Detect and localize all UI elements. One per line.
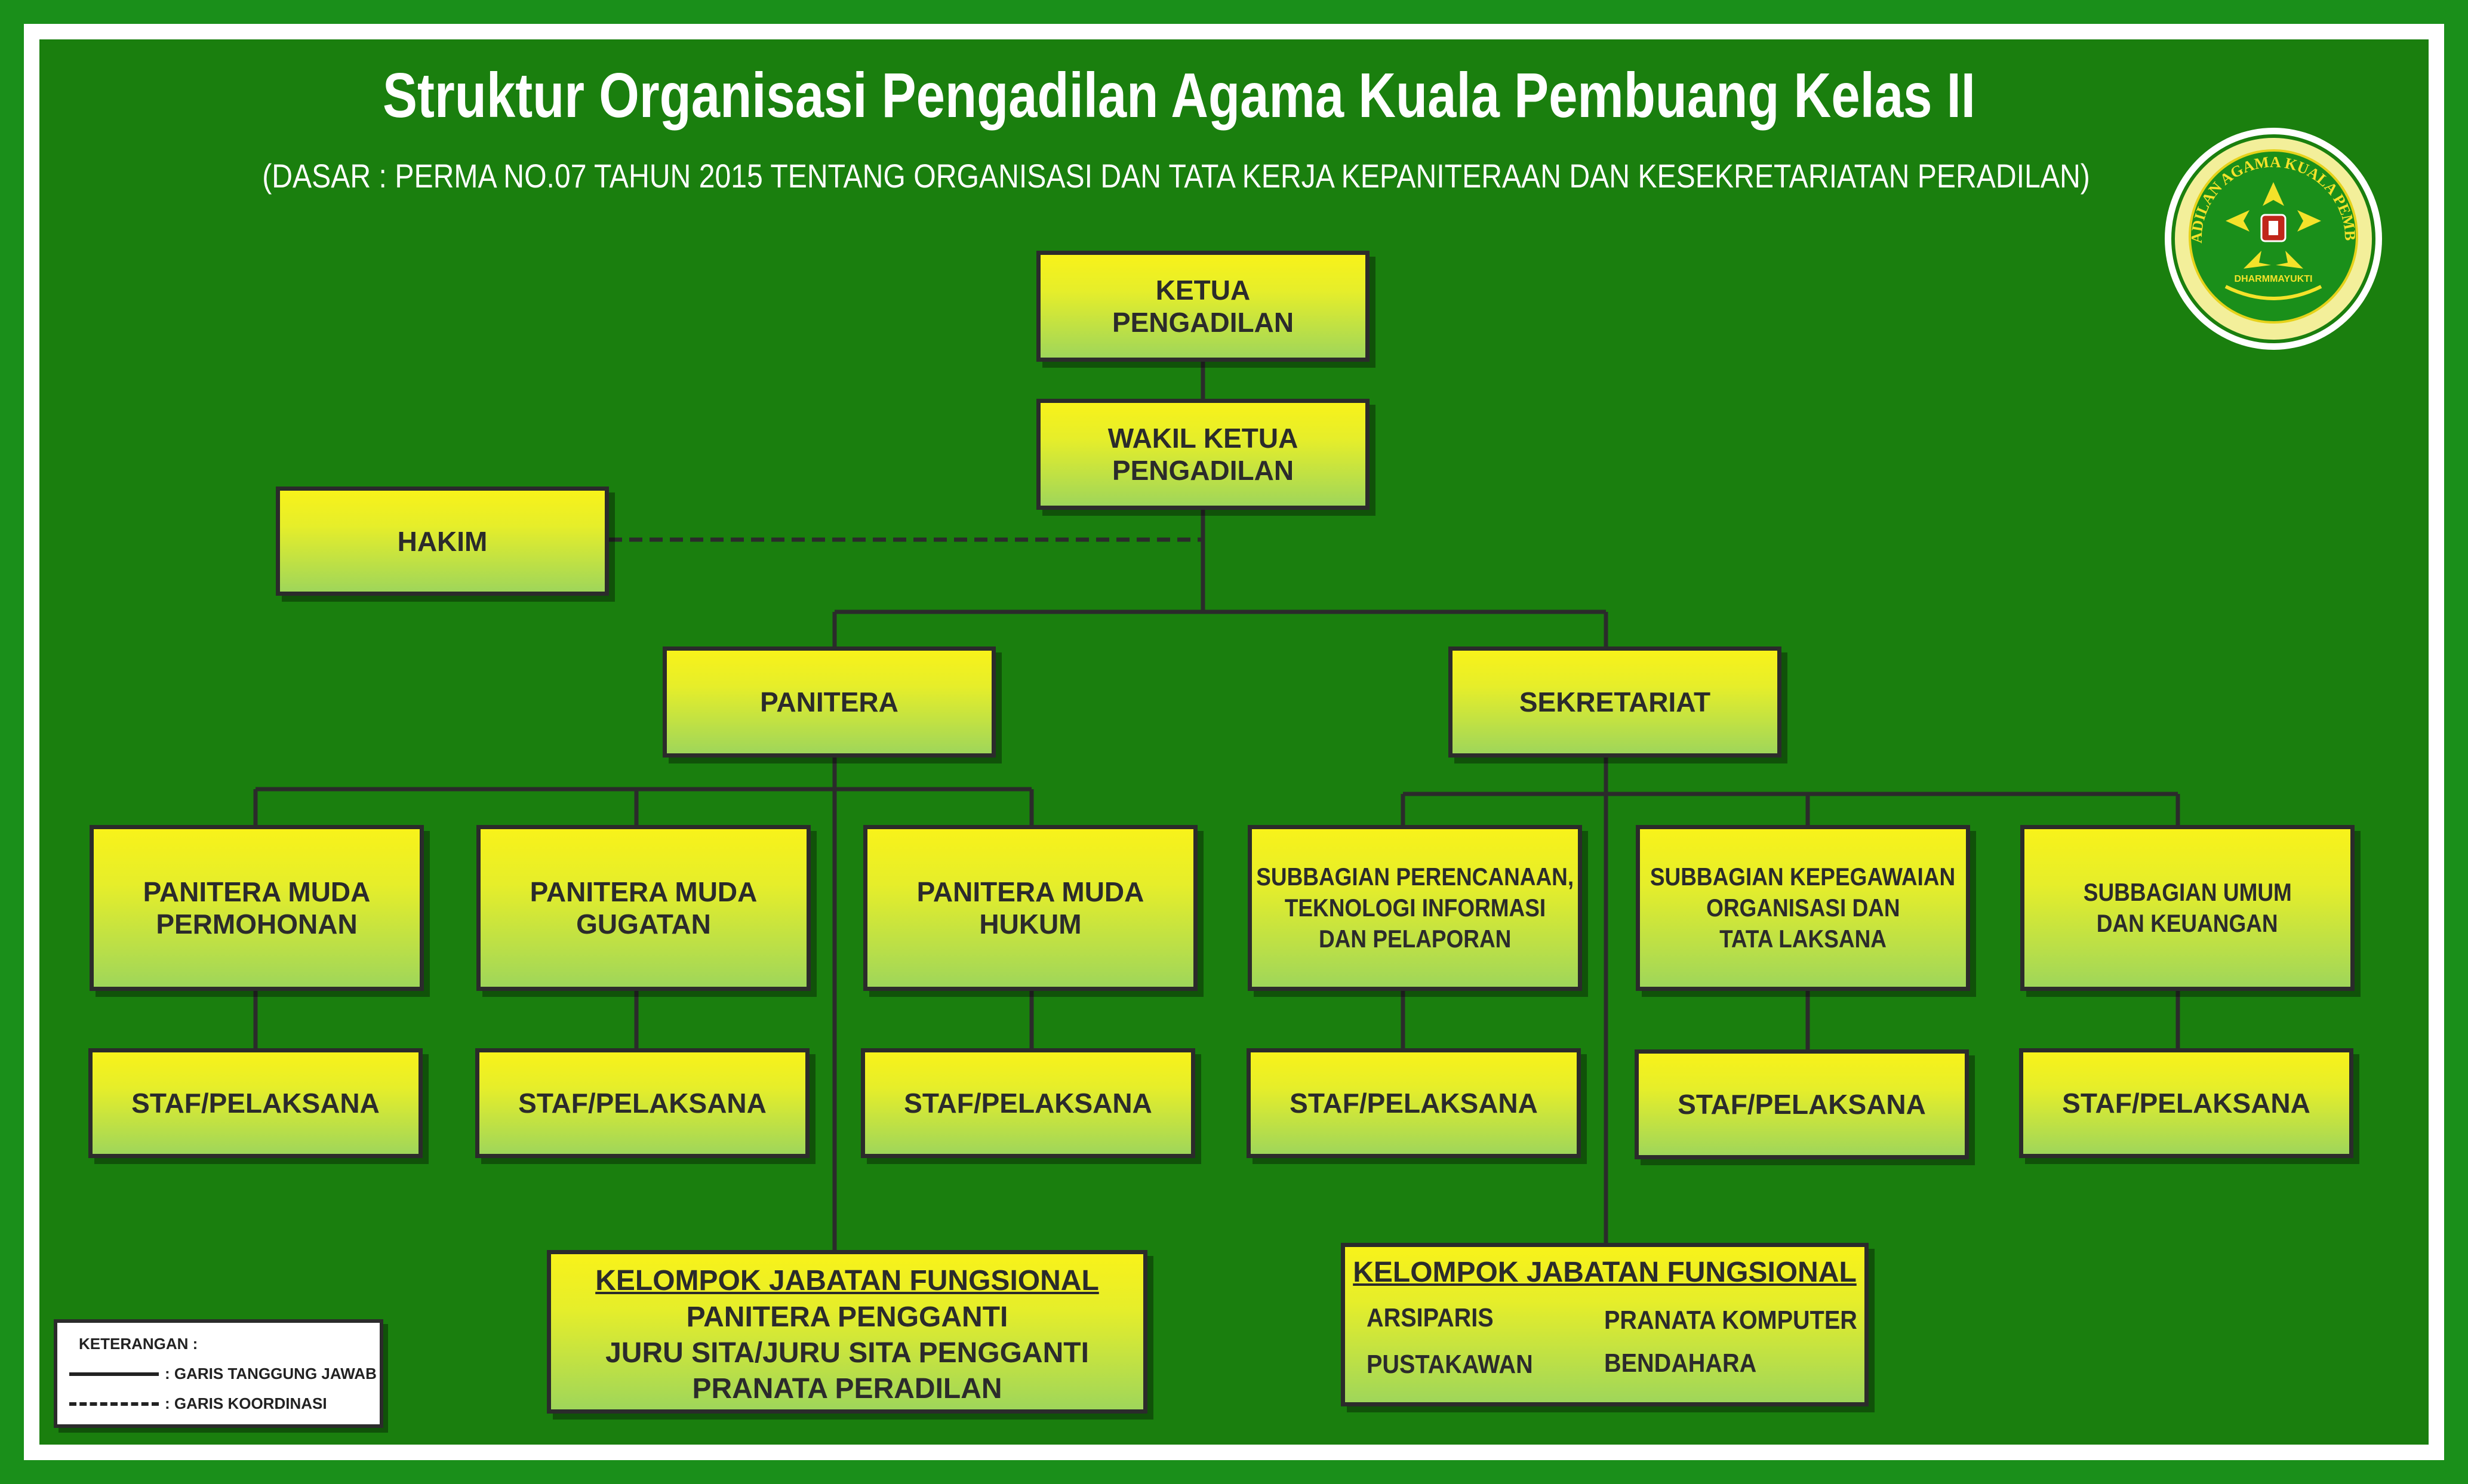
- node-fungsional-panitera: KELOMPOK JABATAN FUNGSIONAL PANITERA PEN…: [547, 1250, 1147, 1414]
- page-subtitle: (DASAR : PERMA NO.07 TAHUN 2015 TENTANG …: [262, 157, 2090, 195]
- fungsional-item: PRANATA PERADILAN: [692, 1373, 1002, 1405]
- node-sekretariat: SEKRETARIAT: [1448, 646, 1781, 758]
- node-hakim: HAKIM: [276, 487, 609, 596]
- legend-solid-row: : GARIS TANGGUNG JAWAB: [69, 1365, 377, 1383]
- node-staf-perencanaan: STAF/PELAKSANA: [1247, 1048, 1581, 1158]
- node-staf-umum: STAF/PELAKSANA: [2019, 1048, 2353, 1158]
- node-staf-kepegawaian: STAF/PELAKSANA: [1635, 1049, 1969, 1159]
- fungsional-item: PUSTAKAWAN: [1367, 1350, 1533, 1379]
- fungsional-heading: KELOMPOK JABATAN FUNGSIONAL: [1353, 1257, 1857, 1288]
- legend: KETERANGAN : : GARIS TANGGUNG JAWAB : GA…: [54, 1319, 383, 1428]
- fungsional-item: BENDAHARA: [1604, 1348, 1757, 1378]
- logo-motto: DHARMMAYUKTI: [2235, 274, 2313, 284]
- node-staf-gugatan: STAF/PELAKSANA: [475, 1048, 810, 1158]
- node-sub-perencanaan: SUBBAGIAN PERENCANAAN,TEKNOLOGI INFORMAS…: [1248, 825, 1582, 991]
- fungsional-item: ARSIPARIS: [1367, 1303, 1494, 1332]
- dashed-line-swatch: [69, 1402, 159, 1406]
- fungsional-item: PANITERA PENGGANTI: [686, 1301, 1008, 1333]
- legend-dashed-row: : GARIS KOORDINASI: [69, 1394, 327, 1413]
- fungsional-item: JURU SITA/JURU SITA PENGGANTI: [605, 1337, 1089, 1369]
- fungsional-heading: KELOMPOK JABATAN FUNGSIONAL: [595, 1265, 1099, 1297]
- node-staf-permohonan: STAF/PELAKSANA: [88, 1048, 423, 1158]
- legend-solid-label: : GARIS TANGGUNG JAWAB: [165, 1365, 377, 1383]
- node-panitera: PANITERA: [663, 646, 996, 758]
- legend-title: KETERANGAN :: [79, 1335, 198, 1353]
- solid-line-swatch: [69, 1372, 159, 1376]
- page-title: Struktur Organisasi Pengadilan Agama Kua…: [383, 60, 1975, 131]
- legend-dashed-label: : GARIS KOORDINASI: [165, 1394, 327, 1412]
- court-logo-icon: PENGADILAN AGAMA KUALA PEMBUANG DHARMMAY…: [2160, 125, 2382, 350]
- node-staf-hukum: STAF/PELAKSANA: [861, 1048, 1195, 1158]
- fungsional-item: PRANATA KOMPUTER: [1604, 1306, 1857, 1335]
- node-fungsional-sekretariat: KELOMPOK JABATAN FUNGSIONAL ARSIPARIS PR…: [1341, 1243, 1869, 1406]
